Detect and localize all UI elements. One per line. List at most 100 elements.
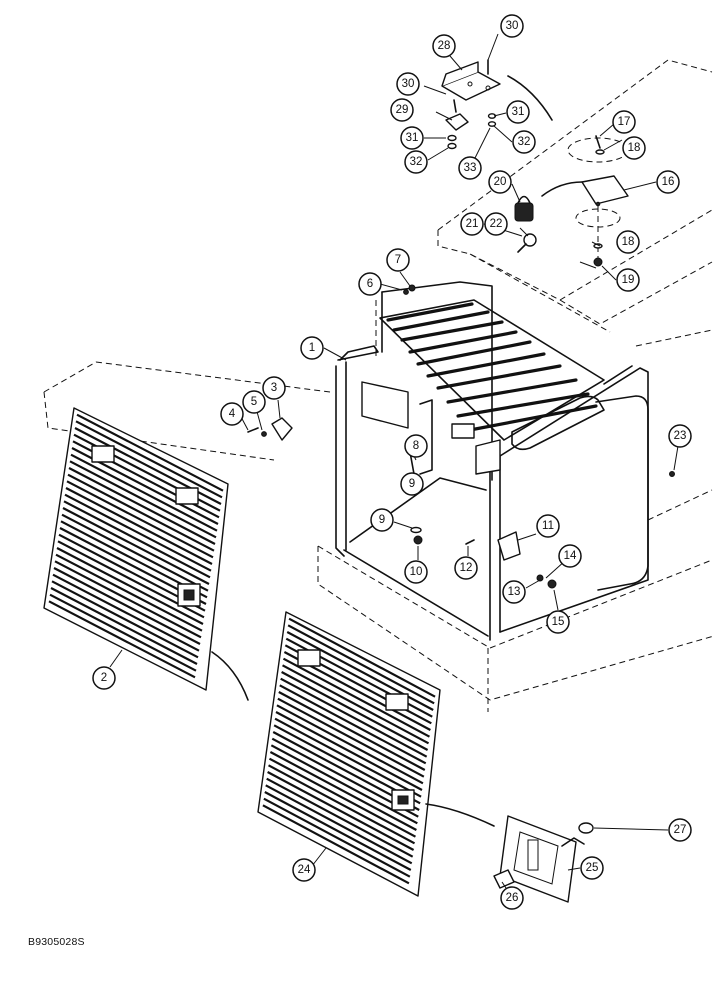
nut-below-plate bbox=[593, 257, 603, 267]
grille-left-slat bbox=[76, 413, 224, 492]
grille-lower-slat bbox=[282, 664, 430, 745]
grille-lower-slat bbox=[263, 797, 411, 878]
callout-6: 6 bbox=[358, 272, 382, 296]
svg-text:32: 32 bbox=[410, 156, 423, 168]
callout-30b: 30 bbox=[396, 72, 420, 96]
grille-left-slat bbox=[67, 473, 215, 552]
grille-lower-slat bbox=[277, 697, 425, 778]
svg-text:18: 18 bbox=[622, 236, 635, 248]
svg-text:14: 14 bbox=[564, 550, 577, 562]
grille-lower-slat bbox=[275, 711, 423, 791]
callout-31a: 31 bbox=[506, 100, 530, 124]
callout-15: 15 bbox=[546, 610, 570, 634]
callouts: 1 2 3 4 5 6 7 8 9 9 10 11 12 13 14 15 16… bbox=[92, 14, 692, 910]
grille-left-slat bbox=[51, 580, 199, 659]
svg-text:33: 33 bbox=[464, 162, 477, 174]
grille-lower-slat bbox=[278, 691, 426, 771]
padlock-keys bbox=[517, 233, 537, 253]
callout-32a: 32 bbox=[512, 130, 536, 154]
grille-lower-slat bbox=[262, 804, 410, 885]
callout-24: 24 bbox=[292, 858, 316, 882]
grille-left-slat bbox=[54, 560, 202, 639]
grille-left-slat bbox=[64, 493, 212, 572]
grille-lower-slat bbox=[276, 704, 424, 785]
panel-swing-arrow bbox=[211, 651, 249, 701]
callout-25: 25 bbox=[580, 856, 604, 880]
grille-left-slat bbox=[50, 587, 198, 665]
callout-9b: 9 bbox=[370, 508, 394, 532]
grille-left-slat bbox=[65, 487, 213, 565]
callout-21: 21 bbox=[460, 212, 484, 236]
svg-text:9: 9 bbox=[379, 514, 385, 526]
svg-text:23: 23 bbox=[674, 430, 687, 442]
svg-text:32: 32 bbox=[518, 136, 531, 148]
washer-below-plate bbox=[593, 243, 603, 249]
grille-left-slat bbox=[55, 553, 203, 632]
grille-left-slat bbox=[56, 547, 204, 625]
svg-text:7: 7 bbox=[395, 254, 401, 266]
svg-text:5: 5 bbox=[251, 396, 257, 408]
grille-left-slat bbox=[49, 593, 197, 672]
svg-text:1: 1 bbox=[309, 342, 315, 354]
callout-7: 7 bbox=[386, 248, 410, 272]
padlock-arrow bbox=[541, 181, 583, 197]
grille-lower-slat bbox=[266, 777, 414, 858]
svg-text:15: 15 bbox=[552, 616, 565, 628]
access-plate bbox=[581, 175, 629, 207]
callout-14: 14 bbox=[558, 544, 582, 568]
grille-lower-slat bbox=[274, 717, 422, 798]
callout-9a: 9 bbox=[400, 472, 424, 496]
callout-10: 10 bbox=[404, 560, 428, 584]
svg-text:27: 27 bbox=[674, 824, 687, 836]
svg-text:18: 18 bbox=[628, 142, 641, 154]
svg-text:11: 11 bbox=[542, 520, 554, 532]
grille-lower-slat bbox=[282, 657, 430, 738]
svg-text:9: 9 bbox=[409, 478, 415, 490]
svg-text:21: 21 bbox=[466, 218, 479, 230]
callout-13: 13 bbox=[502, 580, 526, 604]
latch-arrow bbox=[425, 803, 495, 827]
callout-31b: 31 bbox=[400, 126, 424, 150]
grille-lower-slat bbox=[281, 671, 429, 751]
grille-left-slat bbox=[68, 467, 216, 545]
latch-clip bbox=[445, 113, 469, 131]
svg-text:19: 19 bbox=[622, 274, 635, 286]
grille-lower-slat bbox=[279, 684, 427, 765]
grille-left-slat bbox=[75, 420, 223, 499]
svg-text:30: 30 bbox=[402, 78, 415, 90]
hinge-arrow bbox=[507, 75, 553, 121]
callout-18a: 18 bbox=[622, 136, 646, 160]
washer-stack-right bbox=[487, 113, 497, 127]
hood-panel-outline bbox=[437, 59, 713, 333]
svg-text:30: 30 bbox=[506, 20, 519, 32]
callout-17: 17 bbox=[612, 110, 636, 134]
document-code: B9305028S bbox=[28, 936, 85, 948]
callout-22: 22 bbox=[484, 212, 508, 236]
callout-5: 5 bbox=[242, 390, 266, 414]
grille-panel-lower bbox=[257, 611, 441, 897]
grille-outline-dashed bbox=[43, 361, 331, 461]
grille-left-slat bbox=[53, 567, 201, 645]
callout-20: 20 bbox=[488, 170, 512, 194]
callout-32b: 32 bbox=[404, 150, 428, 174]
svg-text:26: 26 bbox=[506, 892, 519, 904]
svg-text:8: 8 bbox=[413, 440, 419, 452]
svg-text:22: 22 bbox=[490, 218, 503, 230]
svg-text:2: 2 bbox=[101, 672, 107, 684]
grille-panel-left bbox=[43, 407, 229, 691]
svg-text:31: 31 bbox=[406, 132, 419, 144]
callout-28: 28 bbox=[432, 34, 456, 58]
svg-text:12: 12 bbox=[460, 562, 473, 574]
padlock bbox=[514, 195, 534, 222]
svg-text:10: 10 bbox=[410, 566, 423, 578]
grille-left-slat bbox=[62, 507, 210, 585]
grille-lower-slat bbox=[264, 791, 412, 871]
svg-text:28: 28 bbox=[438, 40, 451, 52]
callout-30a: 30 bbox=[500, 14, 524, 38]
grille-lower-slat bbox=[280, 677, 428, 758]
grille-left-slat bbox=[70, 453, 218, 532]
mount-bracket bbox=[247, 417, 293, 441]
grille-lower-slat bbox=[286, 631, 434, 711]
bolt-with-washer bbox=[595, 135, 605, 155]
